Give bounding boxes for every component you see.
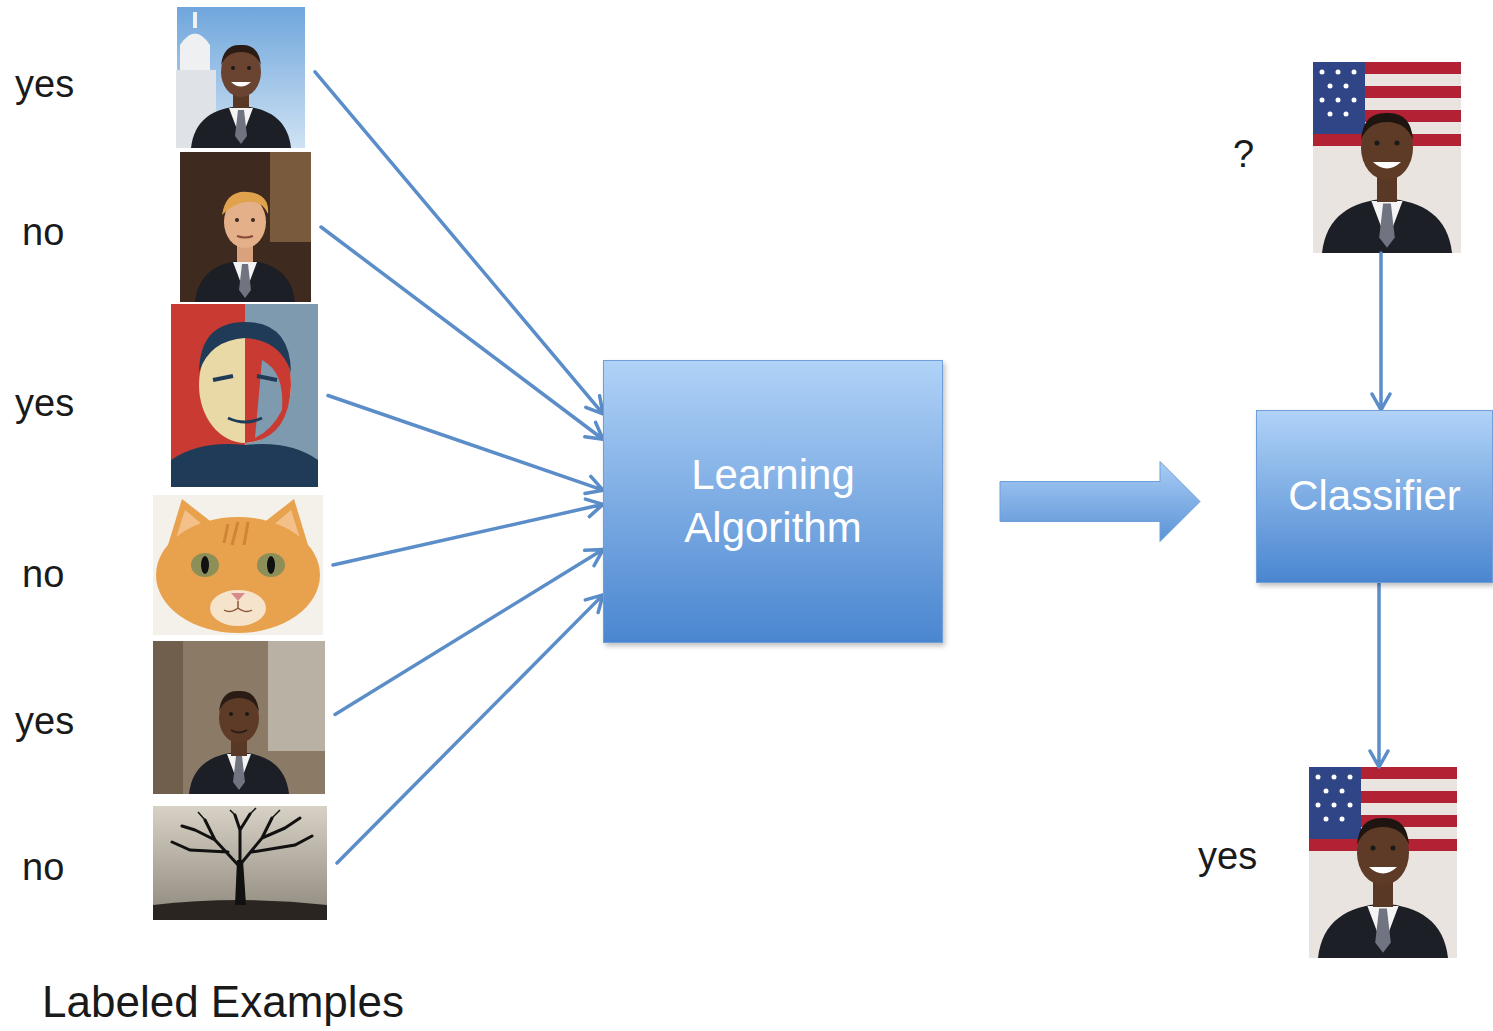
example-image: yes — [171, 304, 318, 487]
class-label: yes — [15, 381, 74, 427]
portrait-photo — [1313, 62, 1461, 253]
example-image: no — [153, 495, 323, 635]
portrait-photo — [176, 7, 305, 148]
class-label: no — [22, 552, 64, 598]
output-image: yes — [1309, 767, 1456, 958]
poster-portrait — [171, 304, 318, 487]
arrow-connector — [337, 595, 603, 863]
arrow-connector — [328, 396, 603, 494]
arrow-connector — [333, 499, 603, 565]
caption-label: Labeled Examples — [42, 976, 404, 1029]
box-label: Learning Algorithm — [604, 449, 942, 554]
tree-photo — [153, 806, 327, 920]
portrait-photo — [180, 152, 311, 302]
class-label: no — [22, 210, 64, 256]
class-label: yes — [1198, 834, 1257, 880]
classifier-box: Classifier — [1256, 410, 1493, 583]
arrow-connector — [335, 550, 603, 715]
class-label: yes — [15, 699, 74, 745]
example-image: no — [153, 806, 327, 920]
example-image: yes — [153, 641, 325, 794]
example-image: no — [180, 152, 311, 302]
cat-photo — [153, 495, 323, 635]
arrow-connector — [1370, 583, 1388, 767]
arrow-connector — [1372, 253, 1390, 410]
arrow-connector — [315, 72, 603, 414]
example-image: yes — [177, 7, 305, 148]
portrait-photo — [1309, 767, 1457, 958]
input-image: ? — [1313, 62, 1461, 253]
class-label: yes — [15, 62, 74, 108]
block-arrow — [1000, 462, 1200, 542]
algorithm-box: Learning Algorithm — [603, 360, 943, 643]
box-label: Classifier — [1270, 470, 1479, 523]
portrait-photo — [153, 641, 325, 794]
class-label: no — [22, 845, 64, 891]
class-label: ? — [1233, 132, 1254, 178]
